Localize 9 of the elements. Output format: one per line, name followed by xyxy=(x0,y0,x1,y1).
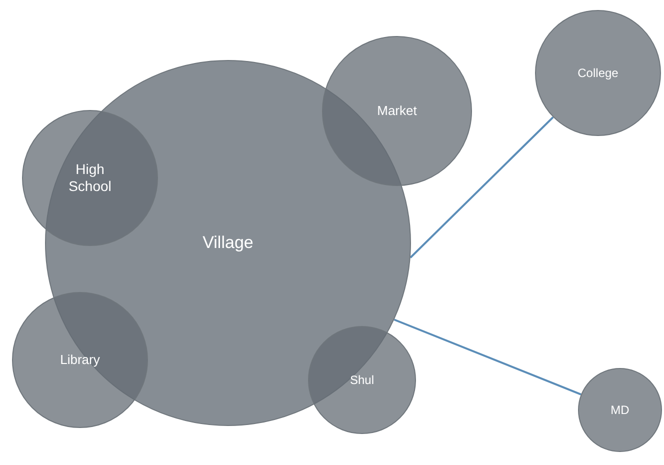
connector-line xyxy=(410,116,554,258)
node-label: MD xyxy=(610,402,630,418)
node-label: Village xyxy=(202,232,254,254)
node-label: College xyxy=(576,66,620,80)
node-label: Library xyxy=(59,352,101,368)
node-label: Shul xyxy=(348,372,376,388)
node-label: High School xyxy=(68,160,112,196)
connector-line xyxy=(394,318,582,396)
node-label: Market xyxy=(376,102,418,120)
